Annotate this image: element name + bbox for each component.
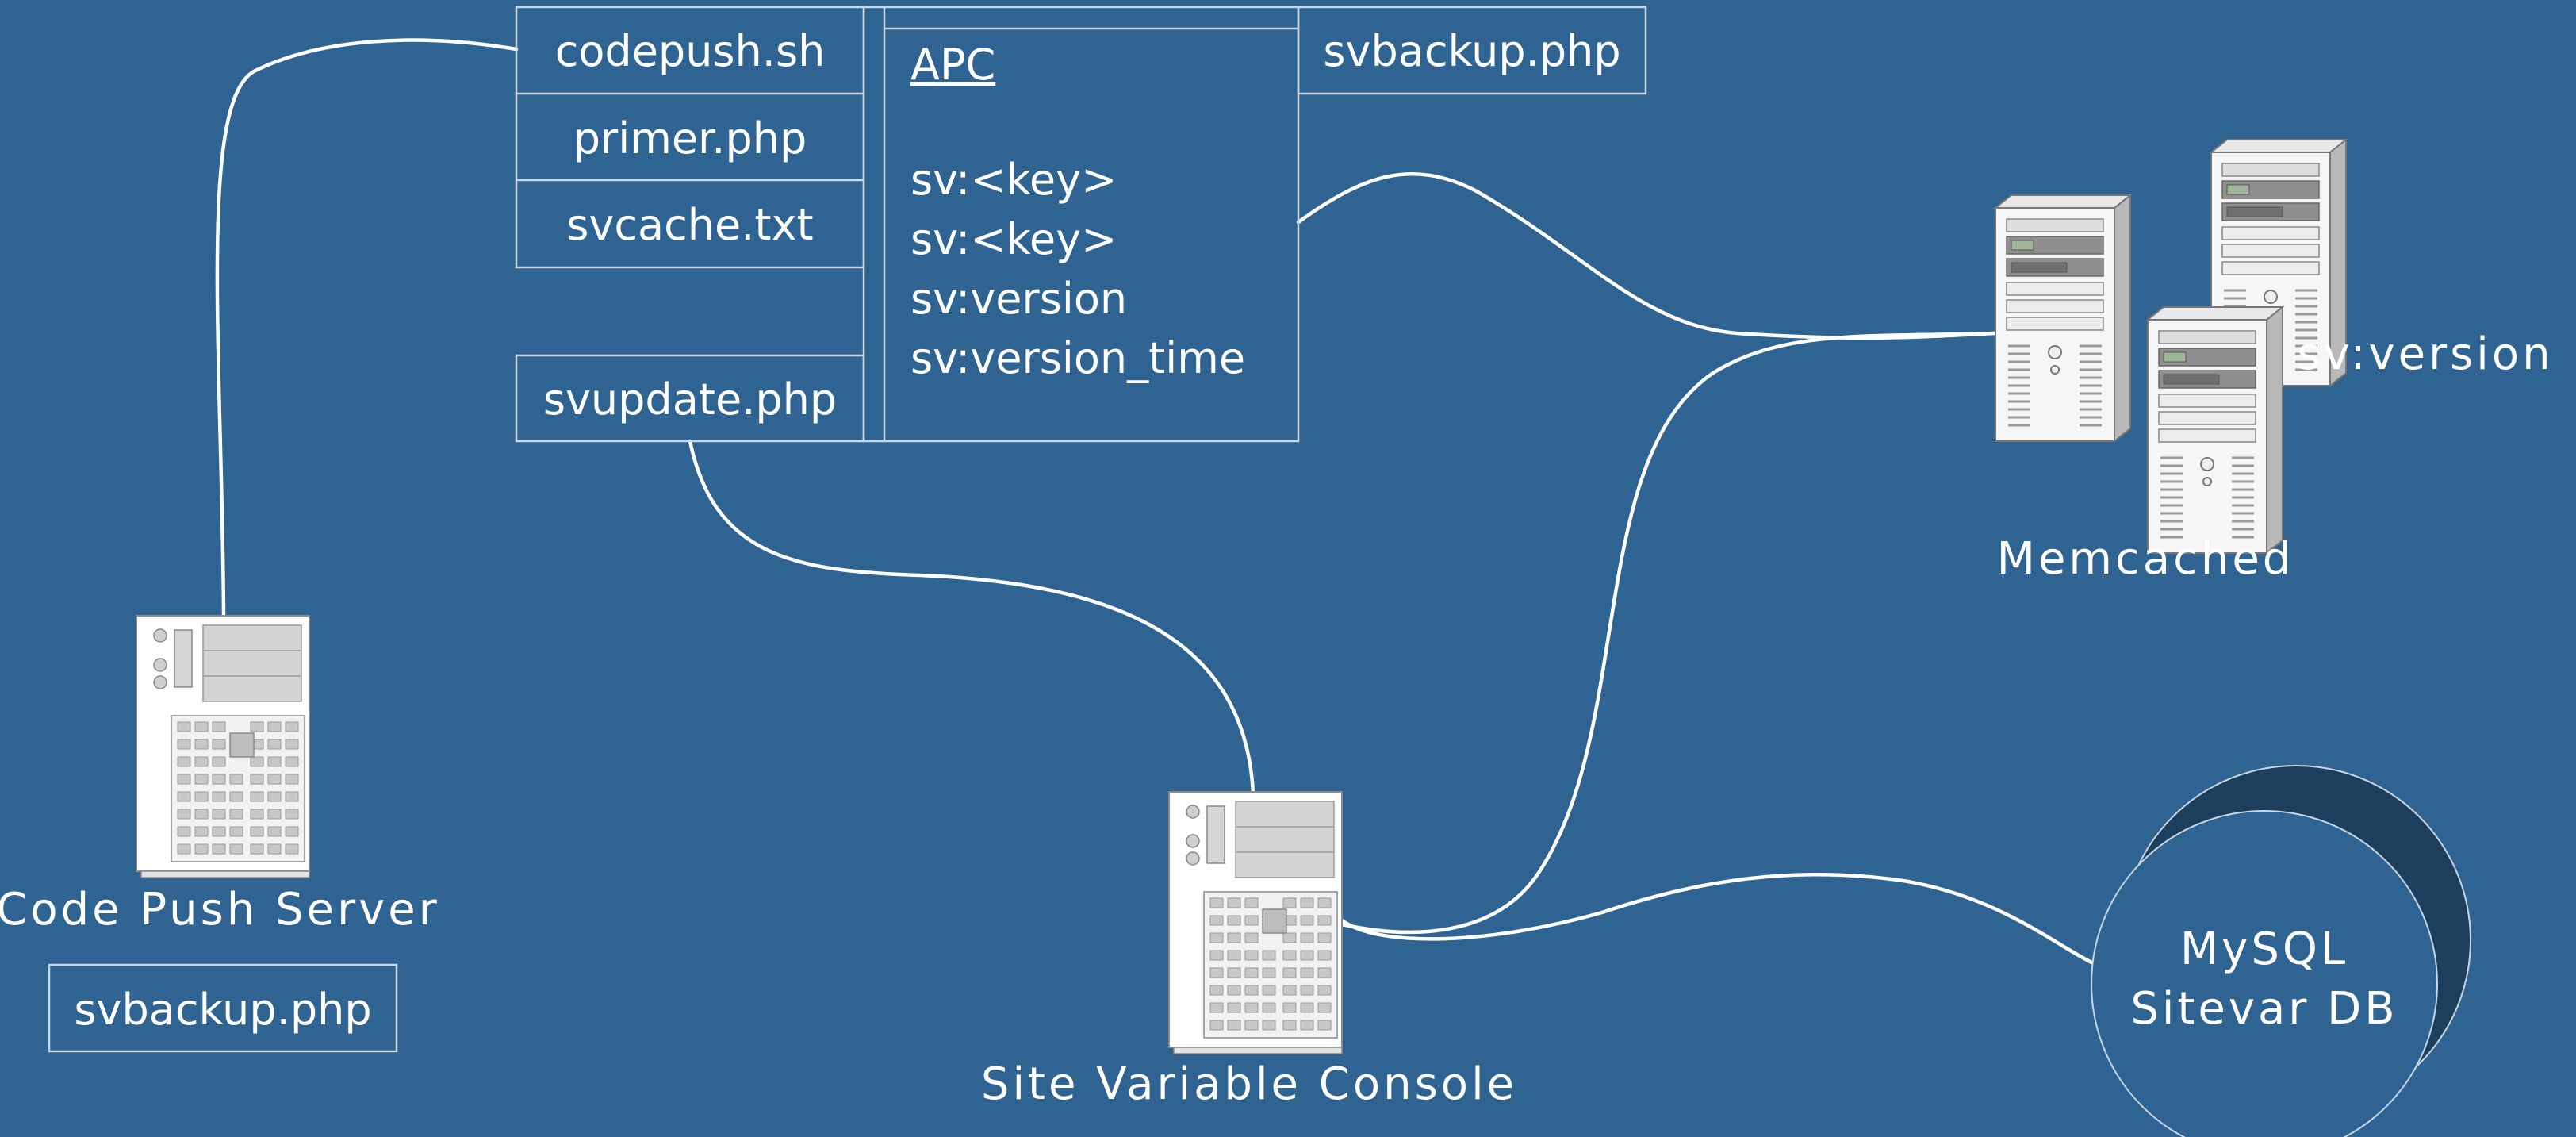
svbackup-top-box: svbackup.php bbox=[1297, 6, 1647, 95]
code-push-server: Code Push Server bbox=[0, 615, 440, 935]
connector-console-to-mysql bbox=[1340, 872, 2097, 966]
apc-frame bbox=[862, 6, 1300, 443]
site-variable-console: Site Variable Console bbox=[981, 791, 1517, 1110]
svupdate-box: svupdate.php bbox=[515, 354, 865, 443]
apc-title: APC bbox=[910, 40, 995, 90]
server-rack-icon bbox=[1994, 194, 2132, 443]
file-svbackup-top: svbackup.php bbox=[1323, 26, 1620, 76]
connector-svupdate-to-site-variable-console bbox=[688, 439, 1255, 796]
server-tower-icon bbox=[1168, 791, 1343, 1054]
connector-console-to-memcached bbox=[1340, 331, 1997, 935]
server-tower-icon bbox=[136, 615, 310, 878]
database-icon bbox=[2091, 765, 2471, 1137]
memcached-key: sv:version bbox=[2297, 328, 2553, 380]
site-variable-console-label: Site Variable Console bbox=[981, 1058, 1517, 1110]
mysql-label-line1: MySQL bbox=[2180, 924, 2348, 975]
file-primer: primer.php bbox=[573, 113, 807, 163]
svbackup-bottom-box: svbackup.php bbox=[48, 963, 398, 1053]
server-rack-icon bbox=[2146, 305, 2284, 555]
apc-entry: sv:version bbox=[910, 274, 1127, 324]
apc-entry: sv:<key> bbox=[910, 214, 1117, 264]
svbackup-top-frame bbox=[1297, 6, 1647, 95]
apc-box: APC sv:<key> sv:<key> sv:version sv:vers… bbox=[862, 6, 1300, 443]
memcached-cluster: Memcached sv:version bbox=[1994, 138, 2553, 585]
memcached-label: Memcached bbox=[1997, 533, 2294, 585]
code-push-server-label: Code Push Server bbox=[0, 884, 440, 935]
mysql-database: MySQL Sitevar DB bbox=[2091, 765, 2471, 1137]
connector-codepush-to-code-push-server bbox=[215, 38, 519, 617]
connector-apc-to-memcached bbox=[1296, 172, 1997, 340]
mysql-label-line2: Sitevar DB bbox=[2130, 983, 2398, 1035]
file-svbackup-bottom: svbackup.php bbox=[74, 985, 371, 1035]
file-svupdate: svupdate.php bbox=[543, 375, 837, 424]
file-svcache: svcache.txt bbox=[566, 200, 813, 250]
file-list-box: codepush.sh primer.php svcache.txt bbox=[515, 6, 865, 269]
apc-entry: sv:version_time bbox=[910, 333, 1245, 383]
apc-entry: sv:<key> bbox=[910, 155, 1117, 205]
svbackup-bottom-frame bbox=[48, 963, 398, 1053]
file-codepush: codepush.sh bbox=[555, 26, 826, 76]
